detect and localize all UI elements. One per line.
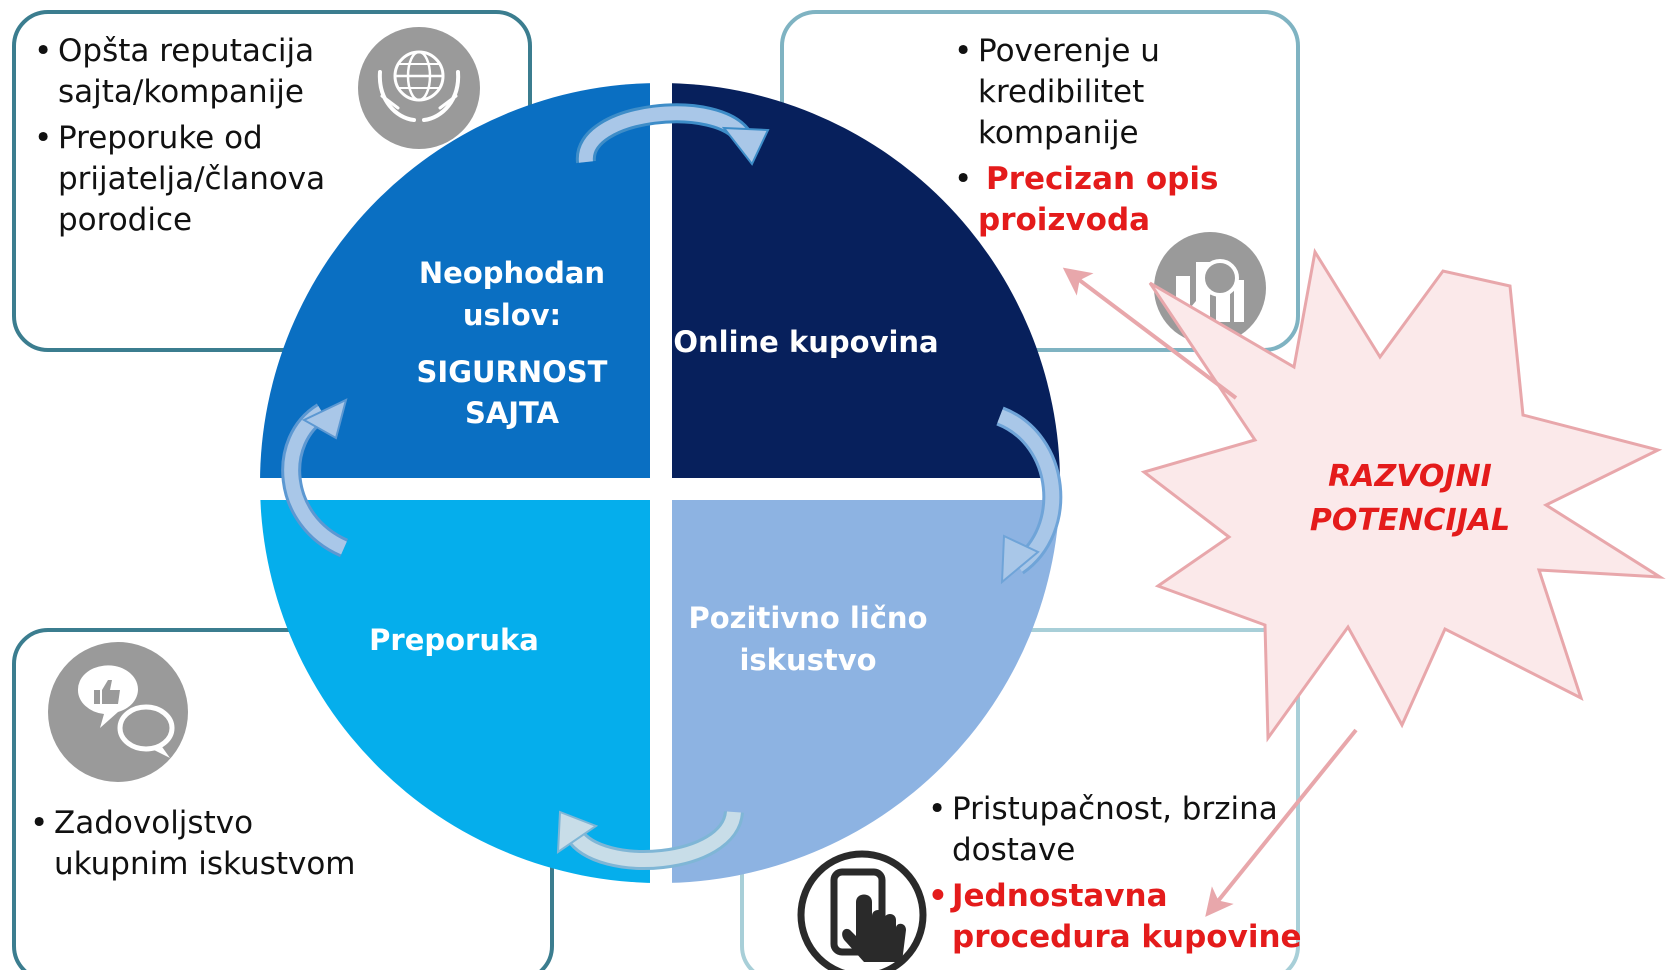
quadrant-bottom-left-label: Preporuka — [369, 623, 539, 657]
cycle-arrow-bottom — [556, 809, 744, 870]
box-bottom-right-bullet1-line2: dostave — [952, 832, 1075, 868]
quadrant-top-left-line4: SAJTA — [465, 396, 560, 430]
box-top-left-bullet2-line2: prijatelja/članova — [58, 161, 325, 197]
bullet-marker: • — [34, 33, 52, 69]
burst-arrow-to-top-right — [1062, 267, 1238, 400]
globe-in-hands-icon — [358, 27, 480, 149]
development-potential-burst: RAZVOJNI POTENCIJAL — [1140, 247, 1666, 743]
bullet-marker: • — [928, 791, 946, 827]
box-top-left-bullet1-line2: sajta/kompanije — [58, 74, 304, 110]
box-bottom-left-bullet1-line1: Zadovoljstvo — [54, 805, 253, 841]
box-bottom-right-bullet2-line1: Jednostavna — [950, 878, 1168, 914]
box-bottom-right-bullet1-line1: Pristupačnost, brzina — [952, 791, 1278, 827]
cycle-arrow-right — [995, 406, 1063, 585]
quadrant-top-left-line2: uslov: — [463, 298, 561, 332]
box-top-right-bullet2-line2: proizvoda — [978, 202, 1150, 238]
box-top-left-bullet1-line1: Opšta reputacija — [58, 33, 314, 69]
box-top-left-bullet2-line3: porodice — [58, 202, 192, 238]
quadrant-top-left-line3: SIGURNOST — [417, 355, 608, 389]
burst-arrow-to-bottom-right — [1205, 728, 1358, 917]
box-top-right-bullet2-line1: Precizan opis — [986, 161, 1218, 197]
cycle-arrow-left — [281, 398, 349, 558]
bullet-marker: • — [34, 120, 52, 156]
cycle-arrow-top — [575, 103, 770, 166]
box-top-left-bullet2-line1: Preporuke od — [58, 120, 263, 156]
box-bottom-left-bullet1-line2: ukupnim iskustvom — [54, 846, 356, 882]
speech-bubbles-thumbs-up-icon — [48, 642, 188, 782]
quadrant-top-right-label: Online kupovina — [673, 325, 938, 359]
quadrant-bottom-right-line2: iskustvo — [739, 643, 876, 677]
box-bottom-right-bullet2-line2: procedura kupovine — [952, 919, 1302, 955]
box-top-right-bullet1-line3: kompanije — [978, 115, 1139, 151]
bullet-marker: • — [928, 878, 948, 914]
quadrant-top-left-line1: Neophodan — [419, 256, 605, 290]
quadrant-bottom-right-line1: Pozitivno lično — [688, 601, 927, 635]
burst-line2: POTENCIJAL — [1310, 503, 1510, 538]
bullet-marker: • — [954, 33, 972, 69]
burst-line1: RAZVOJNI — [1328, 459, 1492, 494]
touch-phone-icon — [797, 850, 927, 970]
box-top-right-bullet1-line1: Poverenje u — [978, 33, 1160, 69]
box-top-right-bullet1-line2: kredibilitet — [978, 74, 1144, 110]
bullet-marker: • — [30, 805, 48, 841]
bullet-marker: • — [954, 161, 972, 197]
